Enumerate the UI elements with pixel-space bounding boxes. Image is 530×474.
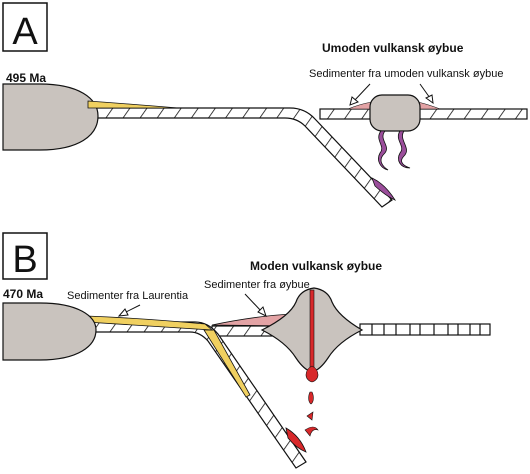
sediment-arrow-right-a xyxy=(419,83,434,105)
magma-drop-1 xyxy=(308,391,314,405)
magma-plume-left xyxy=(378,130,389,171)
magma-plume-right xyxy=(397,130,411,169)
oceanic-plate-a-right xyxy=(319,108,528,120)
magma-chamber xyxy=(305,365,319,383)
laurentia-continent-a xyxy=(2,83,99,151)
dike-marks xyxy=(371,324,481,335)
slab-melt-b xyxy=(285,427,307,453)
arc-sediment-right-a xyxy=(417,101,441,110)
laurentia-sediment-b xyxy=(85,315,214,331)
laurentia-sediment-slab-b xyxy=(203,329,251,398)
slab-melt-a xyxy=(371,177,397,201)
sediment-arrow-laurentia-b xyxy=(117,304,141,317)
magma-drop-2 xyxy=(306,411,314,421)
panel-a-letter: A xyxy=(12,11,38,53)
continental-margin-plate-b xyxy=(39,321,307,469)
panel-b-letter: B xyxy=(12,239,37,281)
panel-b: B 470 Ma Moden vulkansk øybue Sedimenter… xyxy=(2,232,491,469)
magma-drop-3 xyxy=(304,426,319,437)
panel-a-title: Umoden vulkansk øybue xyxy=(322,41,464,55)
panel-a-sediment-label: Sedimenter fra umoden vulkansk øybue xyxy=(309,68,503,80)
panel-a-age: 495 Ma xyxy=(6,71,46,85)
laurentia-sediment-a xyxy=(87,100,179,109)
sediment-arrow-left-a xyxy=(349,83,371,106)
panel-b-age: 470 Ma xyxy=(3,287,43,301)
panel-a: A 495 Ma Umoden vulkansk øybue Sedimente… xyxy=(2,2,528,208)
panel-b-sediment-laurentia-label: Sedimenter fra Laurentia xyxy=(67,290,189,302)
panel-b-sediment-arc-label: Sedimenter fra øybue xyxy=(204,279,310,291)
sediment-arrow-arc-b xyxy=(244,293,267,317)
panel-b-title: Moden vulkansk øybue xyxy=(250,259,382,273)
magma-conduit xyxy=(309,289,315,369)
laurentia-continent-b xyxy=(2,302,97,361)
panel-b-letter-box xyxy=(2,232,48,280)
panel-a-letter-box xyxy=(2,2,48,52)
immature-volcanic-arc xyxy=(369,94,421,132)
